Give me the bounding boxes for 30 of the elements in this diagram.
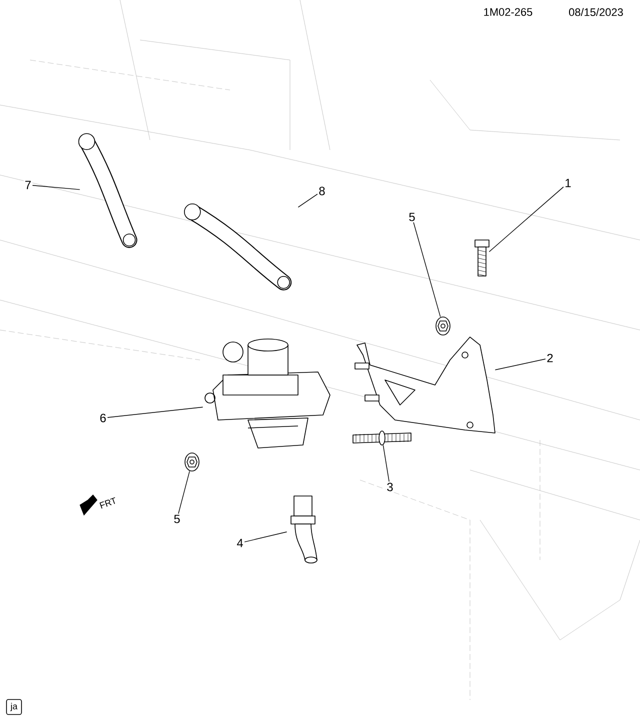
pump-drawing — [204, 338, 330, 448]
callout-number: 8 — [318, 186, 326, 196]
leader-line — [32, 185, 80, 190]
header-text: 1M02-265 — [484, 8, 532, 16]
callout-number: 1 — [564, 178, 572, 188]
leader-line — [178, 470, 190, 514]
hose-drawing — [184, 203, 292, 290]
header-text: 08/15/2023 — [569, 8, 623, 16]
nut-drawing — [436, 316, 450, 336]
callout-number: 4 — [236, 538, 244, 548]
connector-drawing — [290, 496, 318, 564]
callout-number: 3 — [386, 482, 394, 492]
callout-number: 6 — [98, 412, 108, 424]
nut-drawing — [184, 452, 200, 472]
callout-number: 7 — [24, 180, 32, 190]
leader-line — [382, 444, 390, 482]
leader-line — [244, 532, 288, 542]
hose-drawing — [78, 133, 138, 248]
leader-line — [298, 194, 318, 208]
callout-number: 2 — [546, 352, 554, 364]
bolt-drawing — [474, 240, 490, 276]
leader-line — [413, 222, 441, 318]
leader-line — [494, 358, 546, 370]
stud-drawing — [352, 430, 412, 446]
callout-number: 5 — [408, 212, 416, 222]
leader-line — [488, 186, 564, 252]
direction-label: FRT — [100, 497, 116, 509]
callout-number: 5 — [172, 514, 182, 524]
language-tag: ja — [6, 699, 22, 715]
leader-line — [107, 406, 204, 418]
